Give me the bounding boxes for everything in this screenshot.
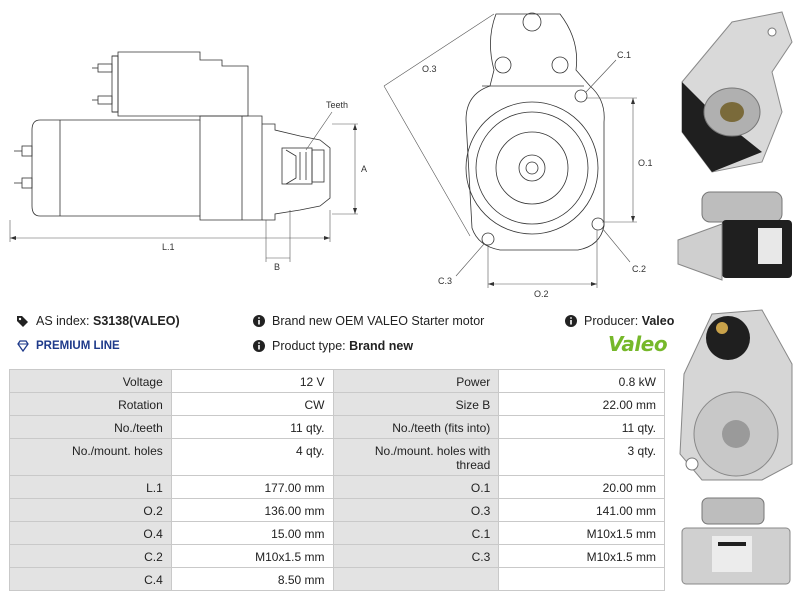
product-type-value: Brand new xyxy=(349,339,414,353)
spec-value: 136.00 mm xyxy=(170,498,334,522)
label-teeth: Teeth xyxy=(326,100,348,110)
label-c2: C.2 xyxy=(632,264,646,274)
spec-value: 11 qty. xyxy=(170,415,334,439)
spec-value: 177.00 mm xyxy=(170,475,334,499)
producer: Producer: Valeo xyxy=(564,314,674,328)
valeo-logo: Valeo xyxy=(608,332,668,356)
spec-value: M10x1.5 mm xyxy=(498,544,665,568)
as-index: AS index: S3138(VALEO) xyxy=(16,314,180,328)
product-photo-4[interactable] xyxy=(672,492,800,598)
as-index-value: S3138(VALEO) xyxy=(93,314,180,328)
premium-line-text: PREMIUM LINE xyxy=(36,340,120,352)
label-c1: C.1 xyxy=(617,50,631,60)
label-o1: O.1 xyxy=(638,158,653,168)
spec-label: Voltage xyxy=(9,369,172,393)
producer-value: Valeo xyxy=(641,314,675,328)
label-l1: L.1 xyxy=(162,242,175,252)
product-info: AS index: S3138(VALEO) Brand new OEM VAL… xyxy=(14,312,674,362)
description: Brand new OEM VALEO Starter motor xyxy=(252,314,484,328)
spec-label: No./teeth xyxy=(9,415,172,439)
spec-label: C.3 xyxy=(332,544,500,568)
technical-drawing: Teeth A L.1 B O.3 C.1 O.1 O.2 C.2 C.3 xyxy=(9,12,653,299)
spec-value: 15.00 mm xyxy=(170,521,334,545)
spec-label: C.1 xyxy=(332,521,500,545)
spec-value: 3 qty. xyxy=(498,438,665,476)
spec-label: No./mount. holes xyxy=(9,438,172,476)
spec-label: No./mount. holes with thread xyxy=(332,438,500,476)
spec-value: M10x1.5 mm xyxy=(170,544,334,568)
as-index-label: AS index: xyxy=(36,314,90,328)
spec-value: 8.50 mm xyxy=(170,567,334,591)
spec-label: C.4 xyxy=(9,567,172,591)
spec-value: 22.00 mm xyxy=(498,392,665,416)
label-a: A xyxy=(361,164,367,174)
info-icon xyxy=(565,315,577,327)
spec-label: O.1 xyxy=(332,475,500,499)
label-b: B xyxy=(274,262,280,272)
spec-label: Rotation xyxy=(9,392,172,416)
product-type-label: Product type: xyxy=(272,339,346,353)
product-photos xyxy=(672,0,800,602)
label-c3: C.3 xyxy=(438,276,452,286)
producer-label: Producer: xyxy=(584,314,639,328)
info-icon xyxy=(253,340,265,352)
spec-label xyxy=(332,567,500,591)
spec-label: L.1 xyxy=(9,475,172,499)
spec-label: O.4 xyxy=(9,521,172,545)
label-o2: O.2 xyxy=(534,289,549,299)
spec-value: 4 qty. xyxy=(170,438,334,476)
spec-label: No./teeth (fits into) xyxy=(332,415,500,439)
tags-icon xyxy=(17,316,28,327)
diamond-icon xyxy=(17,340,29,353)
spec-label: O.2 xyxy=(9,498,172,522)
product-photo-1[interactable] xyxy=(672,2,800,178)
product-type: Product type: Brand new xyxy=(252,339,413,353)
product-photo-3[interactable] xyxy=(672,304,800,486)
spec-label: Size B xyxy=(332,392,500,416)
spec-label: O.3 xyxy=(332,498,500,522)
spec-value: 20.00 mm xyxy=(498,475,665,499)
product-photo-2[interactable] xyxy=(672,180,800,300)
spec-label: C.2 xyxy=(9,544,172,568)
spec-value: 12 V xyxy=(170,369,334,393)
spec-label: Power xyxy=(332,369,500,393)
description-text: Brand new OEM VALEO Starter motor xyxy=(272,314,485,328)
spec-value: CW xyxy=(170,392,334,416)
label-o3: O.3 xyxy=(422,64,437,74)
info-icon xyxy=(253,315,265,327)
spec-value: 0.8 kW xyxy=(498,369,665,393)
spec-value: 11 qty. xyxy=(498,415,665,439)
spec-value: M10x1.5 mm xyxy=(498,521,665,545)
premium-line: PREMIUM LINE xyxy=(16,339,120,353)
spec-value xyxy=(498,567,665,591)
spec-value: 141.00 mm xyxy=(498,498,665,522)
